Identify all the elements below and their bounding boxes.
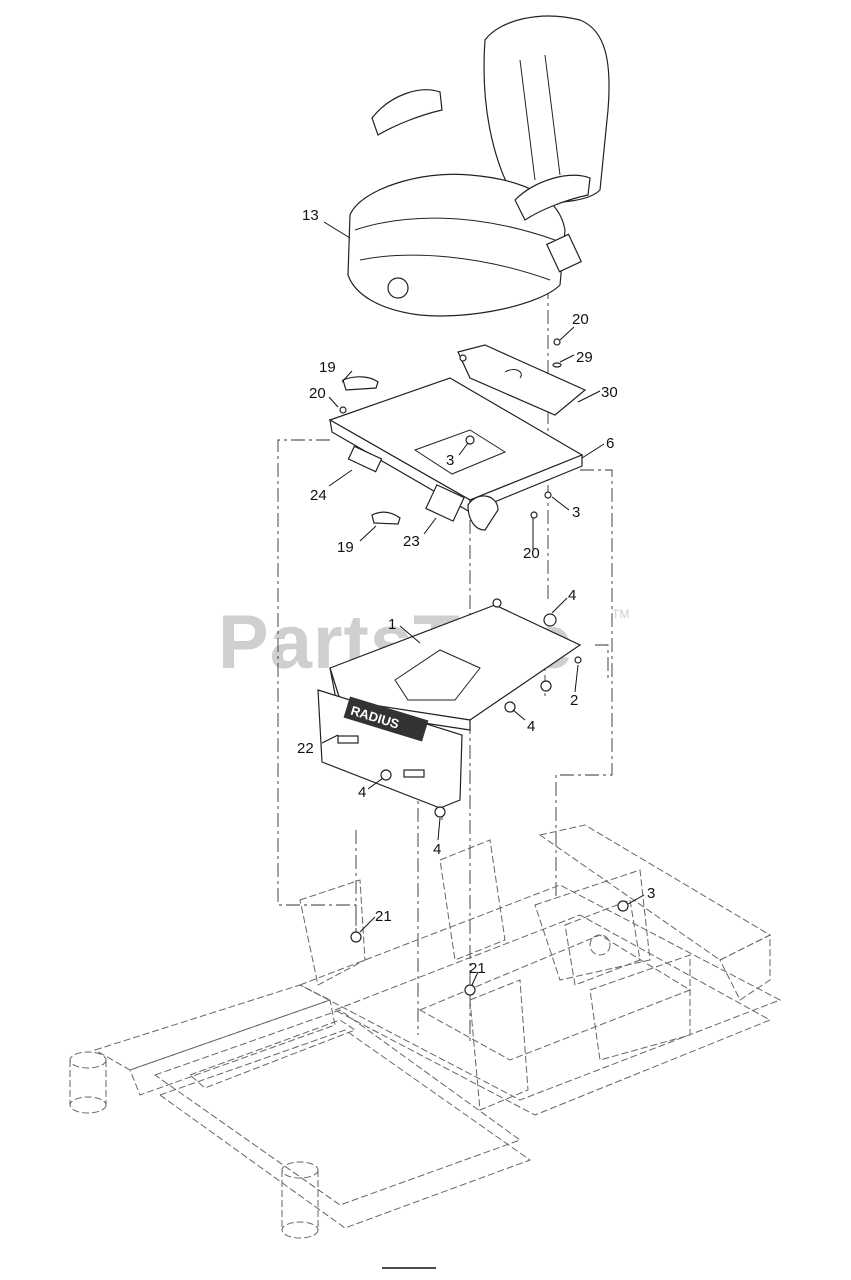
callout-23: 23 [403, 533, 420, 550]
callout-19: 19 [337, 539, 354, 556]
callout-20: 20 [309, 385, 326, 402]
callout-1: 1 [388, 616, 396, 633]
mower-frame [69, 824, 782, 1239]
callout-leaders [321, 221, 645, 986]
callout-labels: 13 20 29 19 20 30 6 3 24 3 19 23 20 4 1 … [297, 207, 655, 977]
seat-bracket [328, 338, 584, 531]
callout-6: 6 [606, 435, 614, 452]
watermark-trademark: TM [612, 607, 629, 621]
callout-4: 4 [568, 587, 576, 604]
callout-30: 30 [601, 384, 618, 401]
callout-3: 3 [647, 885, 655, 902]
callout-21: 21 [375, 908, 392, 925]
alignment-lines [277, 285, 613, 1045]
hardware [350, 656, 629, 996]
callout-4: 4 [433, 841, 441, 858]
callout-20: 20 [523, 545, 540, 562]
callout-19: 19 [319, 359, 336, 376]
callout-4: 4 [527, 718, 535, 735]
callout-2: 2 [570, 692, 578, 709]
callout-13: 13 [302, 207, 319, 224]
callout-29: 29 [576, 349, 593, 366]
seat [347, 15, 610, 317]
callout-22: 22 [297, 740, 314, 757]
callout-3: 3 [446, 452, 454, 469]
callout-20: 20 [572, 311, 589, 328]
plate-30 [457, 344, 587, 416]
radius-cover-plate: RADIUS [317, 689, 463, 809]
callout-3: 3 [572, 504, 580, 521]
callout-24: 24 [310, 487, 327, 504]
callout-4: 4 [358, 784, 366, 801]
callout-21: 21 [469, 960, 486, 977]
